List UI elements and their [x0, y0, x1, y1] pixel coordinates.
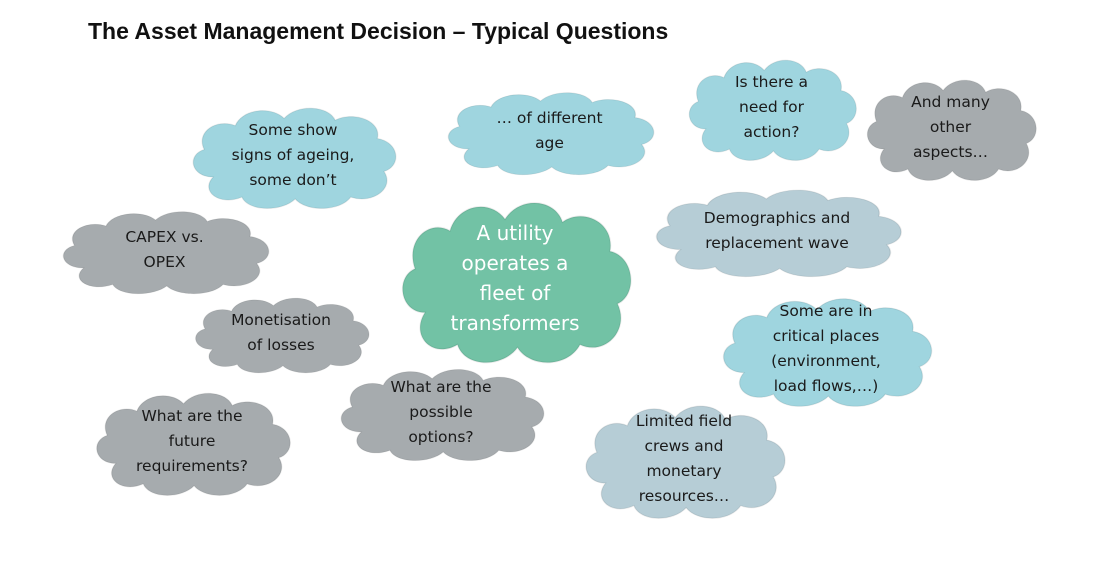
cloud-line: Is there a [734, 72, 808, 91]
page-title: The Asset Management Decision – Typical … [88, 18, 669, 44]
cloud-line: Some are in [779, 302, 873, 320]
cloud-line: load flows,…) [773, 377, 879, 395]
cloud-line: Some show [248, 120, 338, 139]
cloud-line: action? [743, 122, 800, 141]
cloud-aspects: And many other aspects… [858, 72, 1043, 182]
center-cloud: A utility operates a fleet of transforme… [390, 190, 640, 365]
cloud-line: OPEX [143, 253, 186, 271]
cloud-line: age [535, 134, 564, 152]
cloud-capex: CAPEX vs. OPEX [52, 205, 277, 295]
cloud-line: need for [739, 97, 804, 116]
cloud-line: future [168, 431, 216, 450]
cloud-demographics: Demographics and replacement wave [643, 183, 911, 278]
cloud-line: transformers [450, 310, 580, 335]
cloud-line: replacement wave [705, 233, 849, 252]
cloud-line: Demographics and [703, 208, 851, 227]
cloud-line: … of different [496, 109, 603, 127]
cloud-line: And many [911, 92, 990, 111]
cloud-line: other [929, 117, 972, 136]
cloud-line: CAPEX vs. [125, 228, 204, 246]
cloud-line: of losses [247, 336, 315, 354]
cloud-age: … of different age [437, 86, 662, 176]
cloud-limited: Limited field crews and monetary resourc… [575, 397, 793, 520]
cloud-critical: Some are in critical places (environment… [712, 290, 940, 408]
cloud-line: operates a [461, 250, 569, 275]
cloud-line: monetary [646, 461, 722, 480]
cloud-line: A utility [476, 220, 554, 245]
cloud-line: signs of ageing, [231, 145, 355, 164]
cloud-action: Is there a need for action? [680, 52, 863, 162]
cloud-line: possible [409, 402, 473, 421]
cloud-options: What are the possible options? [330, 362, 552, 462]
cloud-line: critical places [772, 327, 880, 345]
cloud-future: What are the future requirements? [86, 385, 298, 497]
cloud-line: crews and [644, 436, 724, 455]
cloud-line: resources… [638, 486, 730, 505]
cloud-ageing: Some show signs of ageing, some don’t [182, 100, 404, 210]
cloud-line: aspects… [912, 142, 989, 161]
cloud-line: Limited field [635, 411, 733, 430]
cloud-monetisation: Monetisation of losses [186, 292, 376, 374]
cloud-line: options? [408, 427, 474, 446]
cloud-line: requirements? [136, 456, 248, 475]
cloud-line: (environment, [771, 352, 881, 370]
cloud-line: some don’t [249, 170, 337, 189]
cloud-line: fleet of [479, 280, 551, 305]
cloud-line: Monetisation [231, 311, 331, 329]
cloud-line: What are the [141, 406, 243, 425]
cloud-line: What are the [390, 377, 492, 396]
